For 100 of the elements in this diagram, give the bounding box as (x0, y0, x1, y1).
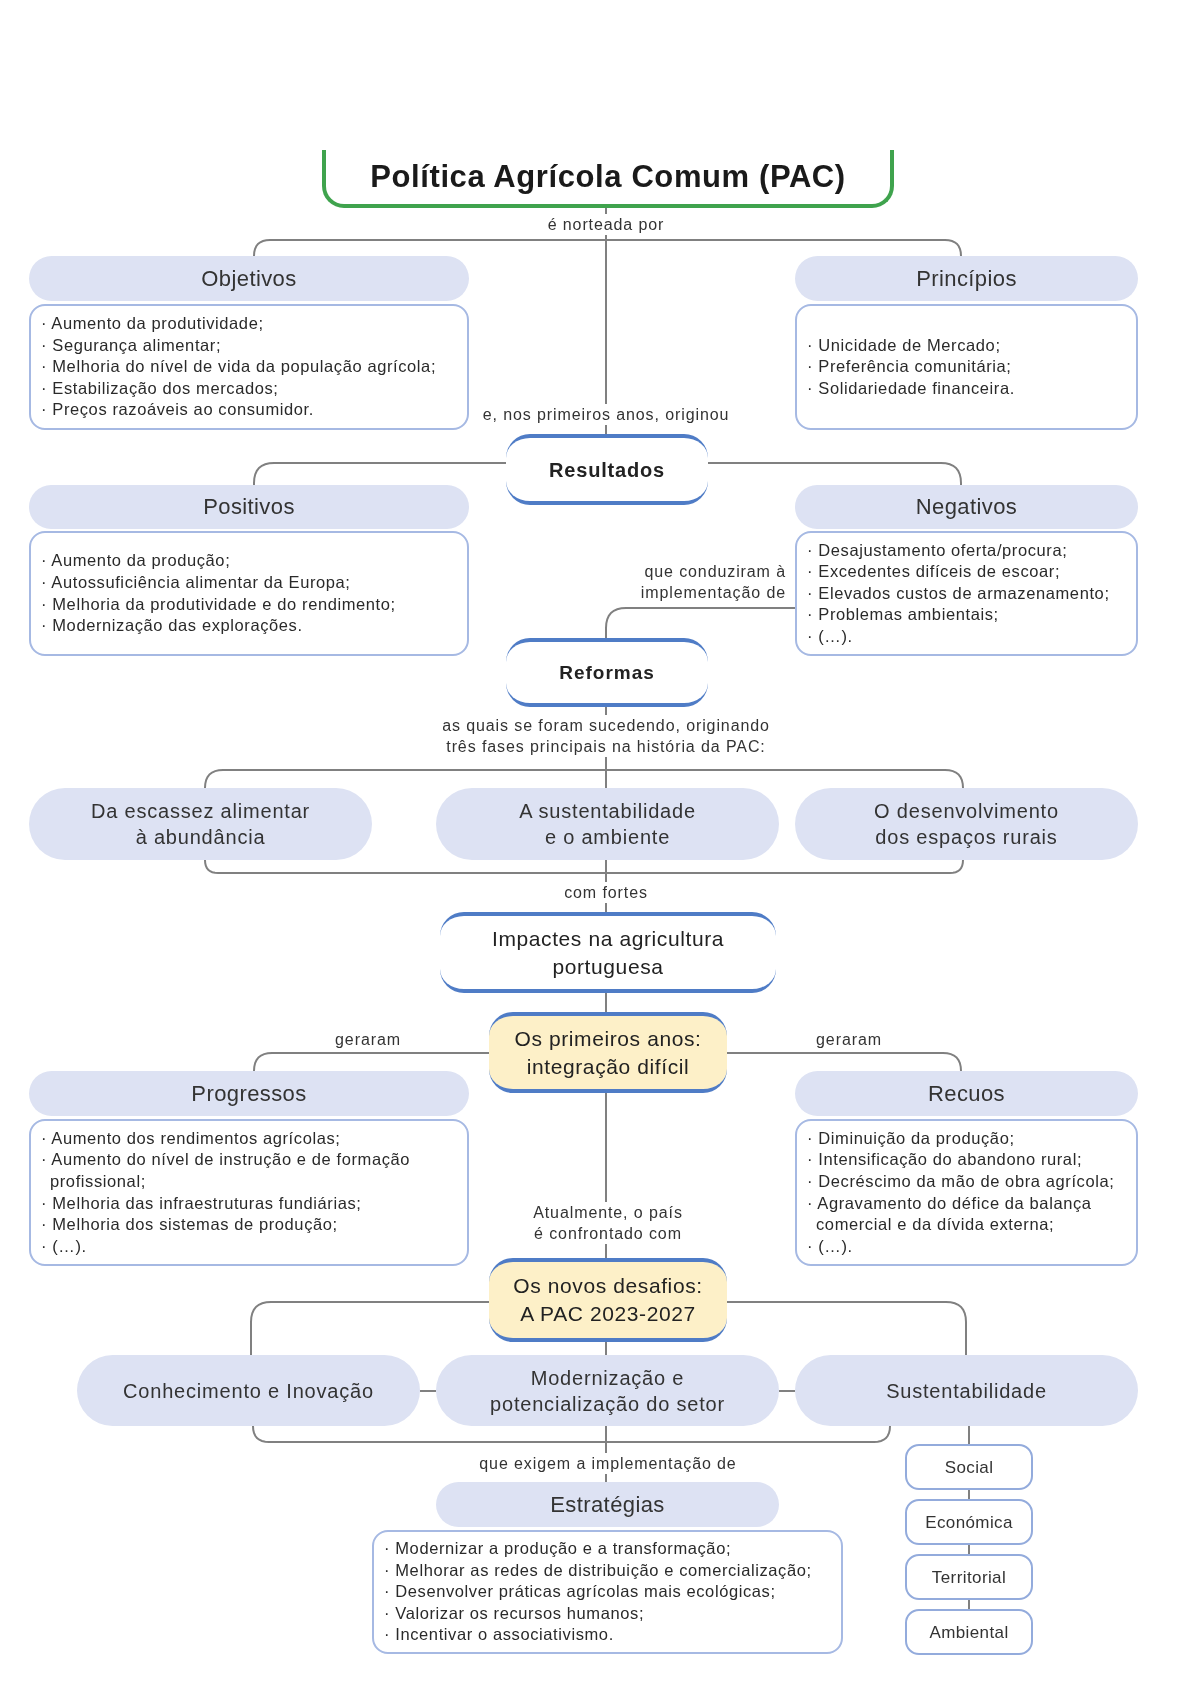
heading-pill (436, 1482, 779, 1527)
list-item: · Autossuficiência alimentar da Europa; (41, 571, 352, 593)
list-item: · (…). (41, 1235, 88, 1257)
list-item: · Aumento do nível de instrução e de formação profissional; (41, 1149, 412, 1192)
dimension-tag (905, 1444, 1033, 1490)
connector-line (253, 239, 607, 257)
topic-label: O desenvolvimento dos espaços rurais (873, 799, 1060, 850)
list-item: · Melhoria dos sistemas de produção; (41, 1214, 339, 1236)
connector-line (778, 1390, 796, 1392)
connector-line (605, 1341, 607, 1356)
list-item: · Melhoria da produtividade e do rendimento; (41, 593, 397, 615)
heading-pill (29, 1071, 469, 1116)
topic-label: Conhecimento e Inovação (123, 1378, 374, 1404)
concept-card (489, 1012, 727, 1093)
connector-line (726, 1301, 967, 1356)
main-concept-label: Política Agrícola Comum (PAC) (370, 159, 846, 195)
connector-line (968, 1425, 970, 1445)
list-item: · Aumento da produtividade; (41, 313, 265, 334)
list-item: · Melhoria do nível de vida da população agrícola; (41, 356, 438, 378)
heading-text: Negativos (915, 493, 1018, 521)
list-item: · Intensificação do abandono rural; (807, 1149, 1084, 1171)
list-item: · Desajustamento oferta/procura; (807, 539, 1069, 561)
connector-line (968, 1544, 970, 1555)
connector-line (605, 859, 964, 874)
connector-line (204, 859, 607, 874)
heading-text: Recuos (928, 1079, 1005, 1108)
list-item: · Diminuição da produção; (807, 1127, 1016, 1149)
list-item: · Aumento dos rendimentos agrícolas; (41, 1127, 342, 1149)
list-item: · Aumento da produção; (41, 550, 232, 572)
main-concept-frame (322, 150, 894, 208)
list-item: · Segurança alimentar; (41, 334, 223, 356)
list-card (795, 1119, 1138, 1266)
topic-label: Sustentabilidade (886, 1378, 1047, 1404)
list-card (29, 304, 469, 430)
topic-label: Da escassez alimentar à abundância (89, 799, 312, 850)
connector-line (707, 462, 962, 486)
tag-label: Ambiental (929, 1621, 1009, 1643)
list-item: · (…). (807, 1235, 854, 1257)
tag-label: Económica (925, 1511, 1013, 1533)
topic-label: Modernização e potencialização do setor (489, 1365, 726, 1417)
list-item: · Estabilização dos mercados; (41, 377, 280, 399)
list-card (29, 531, 469, 656)
list-item: · Preços razoáveis ao consumidor. (41, 399, 315, 421)
list-item: · Agravamento do défice da balança comercial e da dívida externa; (807, 1192, 1093, 1236)
connector-line (605, 1425, 607, 1443)
connector-line (605, 859, 607, 874)
topic-label: A sustentabilidade e o ambiente (518, 799, 697, 850)
list-item: · Valorizar os recursos humanos; (384, 1602, 646, 1624)
concept-label: Reformas (559, 660, 655, 685)
concept-card (489, 1258, 727, 1342)
connector-line (250, 1301, 490, 1356)
heading-pill (795, 1071, 1138, 1116)
tag-label: Social (944, 1456, 994, 1478)
heading-pill (795, 485, 1138, 529)
list-item: · Solidariedade financeira. (807, 377, 1016, 399)
list-item: · Excedentes difíceis de escoar; (807, 561, 1062, 583)
list-item: · Melhorar as redes de distribuição e comercialização; (384, 1559, 813, 1581)
list-item: · Unicidade de Mercado; (807, 334, 1002, 356)
connector-line (605, 769, 964, 789)
list-item: · (…). (807, 625, 854, 647)
list-item: · Elevados custos de armazenamento; (807, 582, 1111, 604)
heading-text: Progressos (191, 1079, 307, 1108)
tag-label: Territorial (931, 1566, 1007, 1588)
dimension-tag (905, 1554, 1033, 1600)
concept-label: Os primeiros anos: integração difícil (513, 1025, 703, 1080)
concept-label: Os novos desafios: A PAC 2023-2027 (512, 1273, 704, 1327)
connector-line (605, 607, 796, 639)
list-item: · Modernização das explorações. (41, 615, 304, 637)
connector-line (968, 1489, 970, 1500)
concept-label: Impactes na agricultura portuguesa (490, 925, 726, 980)
connector-line (726, 1052, 962, 1072)
connector-line (204, 769, 607, 789)
list-item: · Melhoria das infraestruturas fundiárias; (41, 1192, 363, 1214)
heading-pill (29, 256, 469, 301)
list-card (372, 1530, 843, 1654)
list-item: · Modernizar a produção e a transformação; (384, 1538, 733, 1559)
list-item: · Decréscimo da mão de obra agrícola; (807, 1170, 1116, 1192)
list-card (795, 304, 1138, 430)
heading-pill (29, 485, 469, 529)
list-item: · Preferência comunitária; (807, 356, 1013, 378)
connector-line (968, 1599, 970, 1610)
list-item: · Problemas ambientais; (807, 604, 1000, 626)
connector-line (253, 1052, 490, 1072)
connector-line (605, 992, 607, 1013)
heading-text: Estratégias (550, 1490, 665, 1519)
connector-line (419, 1390, 437, 1392)
heading-text: Positivos (203, 493, 295, 521)
heading-text: Objetivos (201, 264, 297, 293)
connector-line (253, 462, 507, 486)
list-card (795, 531, 1138, 656)
connector-line (605, 239, 607, 435)
list-card (29, 1119, 469, 1266)
connector-line (605, 239, 962, 257)
dimension-tag (905, 1499, 1033, 1545)
connector-line (605, 769, 607, 789)
concept-label: Resultados (549, 457, 665, 483)
list-item: · Incentivar o associativismo. (384, 1624, 615, 1646)
connector-line (252, 1425, 607, 1443)
heading-pill (795, 256, 1138, 301)
heading-text: Princípios (916, 264, 1017, 293)
